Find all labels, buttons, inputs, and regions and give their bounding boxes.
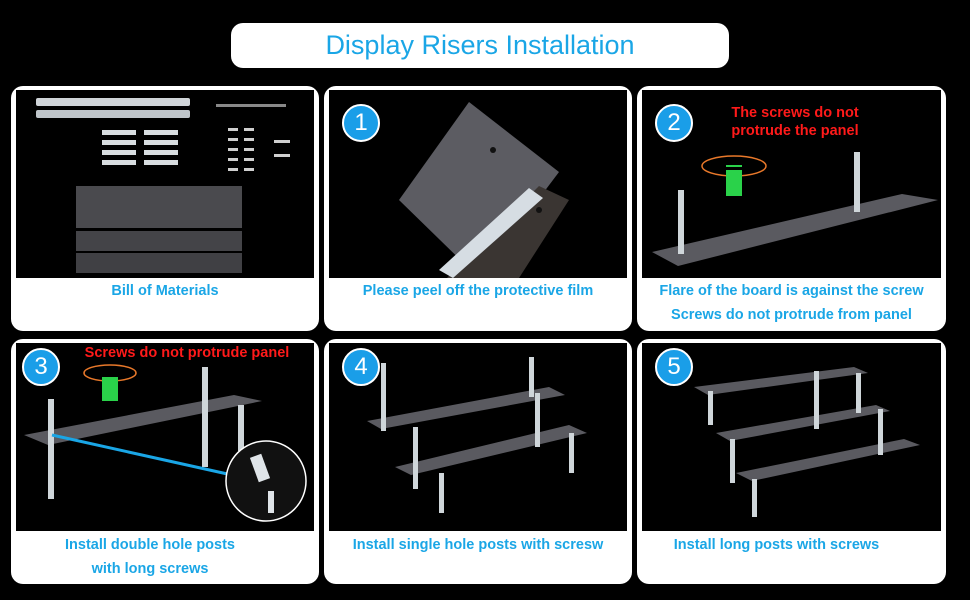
step-5-image bbox=[642, 343, 941, 531]
bill-of-materials-image bbox=[16, 90, 314, 278]
warning-note: The screws do not protrude the panel bbox=[731, 105, 859, 139]
step-number-badge: 2 bbox=[655, 104, 693, 142]
caption-line: Install long posts with screws bbox=[673, 537, 880, 553]
step-number-badge: 5 bbox=[655, 348, 693, 386]
caption-line: Bill of Materials bbox=[111, 283, 219, 299]
step-number-badge: 4 bbox=[342, 348, 380, 386]
screw-flare-illustration bbox=[652, 152, 938, 266]
panel-step-1: 1 Please peel off the protective film bbox=[324, 86, 632, 331]
panel-step-2: 2 The screws do not protrude the panel F… bbox=[637, 86, 946, 331]
peel-film-illustration bbox=[399, 102, 569, 278]
caption-line: Screws do not protrude from panel bbox=[671, 307, 912, 323]
step-3-image bbox=[16, 343, 314, 531]
page-title: Display Risers Installation bbox=[325, 30, 635, 60]
double-hole-posts-illustration bbox=[24, 364, 307, 522]
step-4-image bbox=[329, 343, 627, 531]
step-1-image bbox=[329, 90, 627, 278]
single-hole-posts-illustration bbox=[367, 357, 587, 513]
panel-bill-of-materials: Bill of Materials bbox=[11, 86, 319, 331]
step-number-badge: 3 bbox=[22, 348, 60, 386]
caption-line: Please peel off the protective film bbox=[362, 283, 594, 299]
caption-line: Install double hole posts bbox=[65, 537, 235, 553]
panel-step-4: 4 Install single hole posts with scresw bbox=[324, 339, 632, 584]
panel-step-5: 5 Install long posts with screws bbox=[637, 339, 946, 584]
bom-illustration bbox=[36, 98, 290, 273]
panel-step-3: 3 Screws do not protrude panel Install d… bbox=[11, 339, 319, 584]
title-banner: Display Risers Installation bbox=[231, 23, 729, 68]
caption-line: Flare of the board is against the screw bbox=[659, 283, 924, 299]
long-posts-illustration bbox=[694, 367, 920, 517]
step-number-badge: 1 bbox=[342, 104, 380, 142]
caption-line: Install single hole posts with scresw bbox=[352, 537, 604, 553]
caption-line: with long screws bbox=[91, 561, 209, 577]
warning-note: Screws do not protrude panel bbox=[84, 345, 290, 361]
